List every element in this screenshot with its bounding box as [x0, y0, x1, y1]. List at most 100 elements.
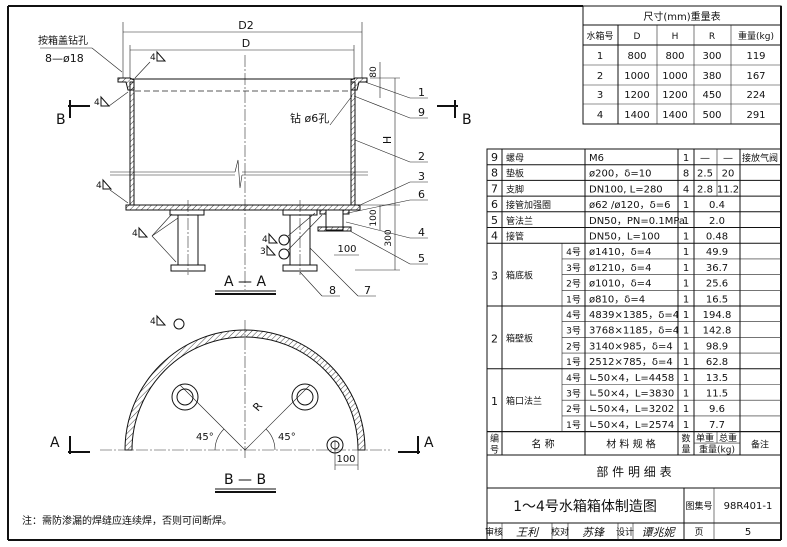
- parts-table-caption: 部 件 明 细 表: [596, 464, 671, 479]
- part-number: 4: [491, 230, 498, 243]
- part-qty: 1: [683, 404, 689, 415]
- part-name: 接管: [506, 231, 524, 243]
- part-number: 3: [491, 270, 498, 283]
- header-qty: 量: [681, 445, 690, 456]
- part-name: 箱底板: [506, 270, 533, 282]
- check-label: 校对: [551, 526, 569, 538]
- part-name: 支脚: [506, 183, 524, 195]
- part-qty: 1: [683, 200, 689, 211]
- part-weight: 36.7: [706, 263, 728, 274]
- dimension-table-cell: 2: [597, 71, 603, 82]
- angle-right: 45°: [278, 432, 296, 443]
- header-weight: 重量(kg): [699, 444, 735, 456]
- dimension-table-cell: 800: [665, 51, 684, 62]
- section-marker-a-left: A: [50, 435, 90, 454]
- part-size: 3号: [566, 389, 581, 400]
- part-qty: 1: [683, 279, 689, 290]
- part-unit-weight: 2.5: [697, 169, 713, 180]
- part-spec: DN50，L=100: [589, 232, 660, 243]
- dimension-table-header: 重量(kg): [738, 30, 774, 42]
- svg-text:1: 1: [418, 86, 425, 99]
- part-qty: 1: [683, 153, 689, 164]
- dimension-table-cell: 800: [627, 51, 646, 62]
- dimension-table-header: 水箱号: [586, 30, 613, 42]
- svg-text:A: A: [50, 435, 60, 451]
- part-weight: 11.5: [706, 389, 728, 400]
- dim-80: 80: [369, 66, 379, 78]
- dim-h: H: [381, 136, 394, 144]
- dimension-table-header: R: [709, 32, 715, 42]
- drawing-title: 1～4号水箱箱体制造图: [513, 499, 657, 515]
- svg-text:5: 5: [418, 252, 425, 265]
- part-spec: 3140×985，δ=4: [589, 341, 673, 352]
- part-name: 箱口法兰: [506, 395, 542, 407]
- part-spec: DN50，PN=0.1MPa: [589, 216, 685, 227]
- dim-100-bb: 100: [336, 454, 355, 465]
- dim-100-vertical: 100: [369, 209, 379, 226]
- dim-d2: D2: [238, 19, 253, 32]
- header-no: 编: [490, 433, 499, 445]
- review-label: 审核: [485, 526, 503, 538]
- part-qty: 1: [683, 326, 689, 337]
- weld-size: 4: [132, 229, 138, 239]
- page-label: 页: [694, 527, 703, 538]
- part-weight: 13.5: [706, 373, 728, 384]
- part-spec: 2512×785，δ=4: [589, 357, 673, 368]
- part-name: 箱壁板: [506, 332, 533, 344]
- part-spec: 4839×1385，δ=4: [589, 310, 679, 321]
- section-marker-a-right: A: [398, 435, 434, 454]
- part-qty: 1: [683, 357, 689, 368]
- weld-size: 4: [262, 235, 268, 245]
- dimension-table-cell: 1400: [624, 110, 649, 121]
- part-size: 4号: [566, 310, 581, 321]
- header-total-weight: 总重: [719, 432, 737, 444]
- part-size: 1号: [566, 294, 581, 305]
- part-weight: 194.8: [703, 310, 732, 321]
- part-name: 接管加强圈: [506, 199, 551, 211]
- part-qty: 8: [683, 169, 689, 180]
- part-size: 3号: [566, 263, 581, 274]
- dimension-table-cell: 3: [597, 90, 603, 101]
- section-bb-view: 45° 45° R 100 A A B — B: [50, 320, 434, 493]
- svg-text:A: A: [424, 435, 434, 451]
- atlas-label: 图集号: [685, 500, 712, 512]
- part-size: 1号: [566, 420, 581, 431]
- svg-text:2: 2: [418, 150, 425, 163]
- part-number: 8: [491, 167, 498, 180]
- part-spec: ø1410，δ=4: [589, 247, 651, 258]
- section-marker-b-right: B: [437, 100, 472, 128]
- dimension-table-cell: 1000: [624, 71, 649, 82]
- dimension-table-cell: 167: [746, 71, 765, 82]
- header-name: 名 称: [531, 438, 554, 451]
- part-spec: ø1210，δ=4: [589, 263, 651, 274]
- svg-text:B: B: [462, 112, 472, 128]
- part-weight: 25.6: [706, 279, 728, 290]
- part-size: 2号: [566, 341, 581, 352]
- dimension-table-cell: 450: [702, 90, 721, 101]
- part-weight: 0.48: [706, 232, 728, 243]
- part-size: 4号: [566, 373, 581, 384]
- dimension-table-cell: 119: [746, 51, 765, 62]
- dim-r: R: [250, 399, 265, 413]
- part-number: 7: [491, 182, 498, 195]
- part-total-weight: 11.2: [717, 184, 739, 195]
- part-weight: 142.8: [703, 326, 732, 337]
- section-marker-b-left: B: [56, 100, 90, 128]
- part-qty: 1: [683, 263, 689, 274]
- svg-text:8: 8: [329, 284, 336, 297]
- part-size: 2号: [566, 279, 581, 290]
- part-weight: 62.8: [706, 357, 728, 368]
- dimension-table-cell: 300: [702, 51, 721, 62]
- part-qty: 1: [683, 389, 689, 400]
- part-number: 2: [491, 332, 498, 345]
- part-weight: 7.7: [709, 420, 725, 431]
- part-name: 垫板: [506, 168, 524, 180]
- note-text: 注：需防渗漏的焊缝应连续焊，否则可间断焊。: [22, 514, 232, 527]
- part-qty: 1: [683, 294, 689, 305]
- dimension-table-cell: 380: [702, 71, 721, 82]
- dim-d: D: [242, 37, 250, 50]
- part-size: 1号: [566, 357, 581, 368]
- dimension-table-cell: 1200: [662, 90, 687, 101]
- part-qty: 1: [683, 420, 689, 431]
